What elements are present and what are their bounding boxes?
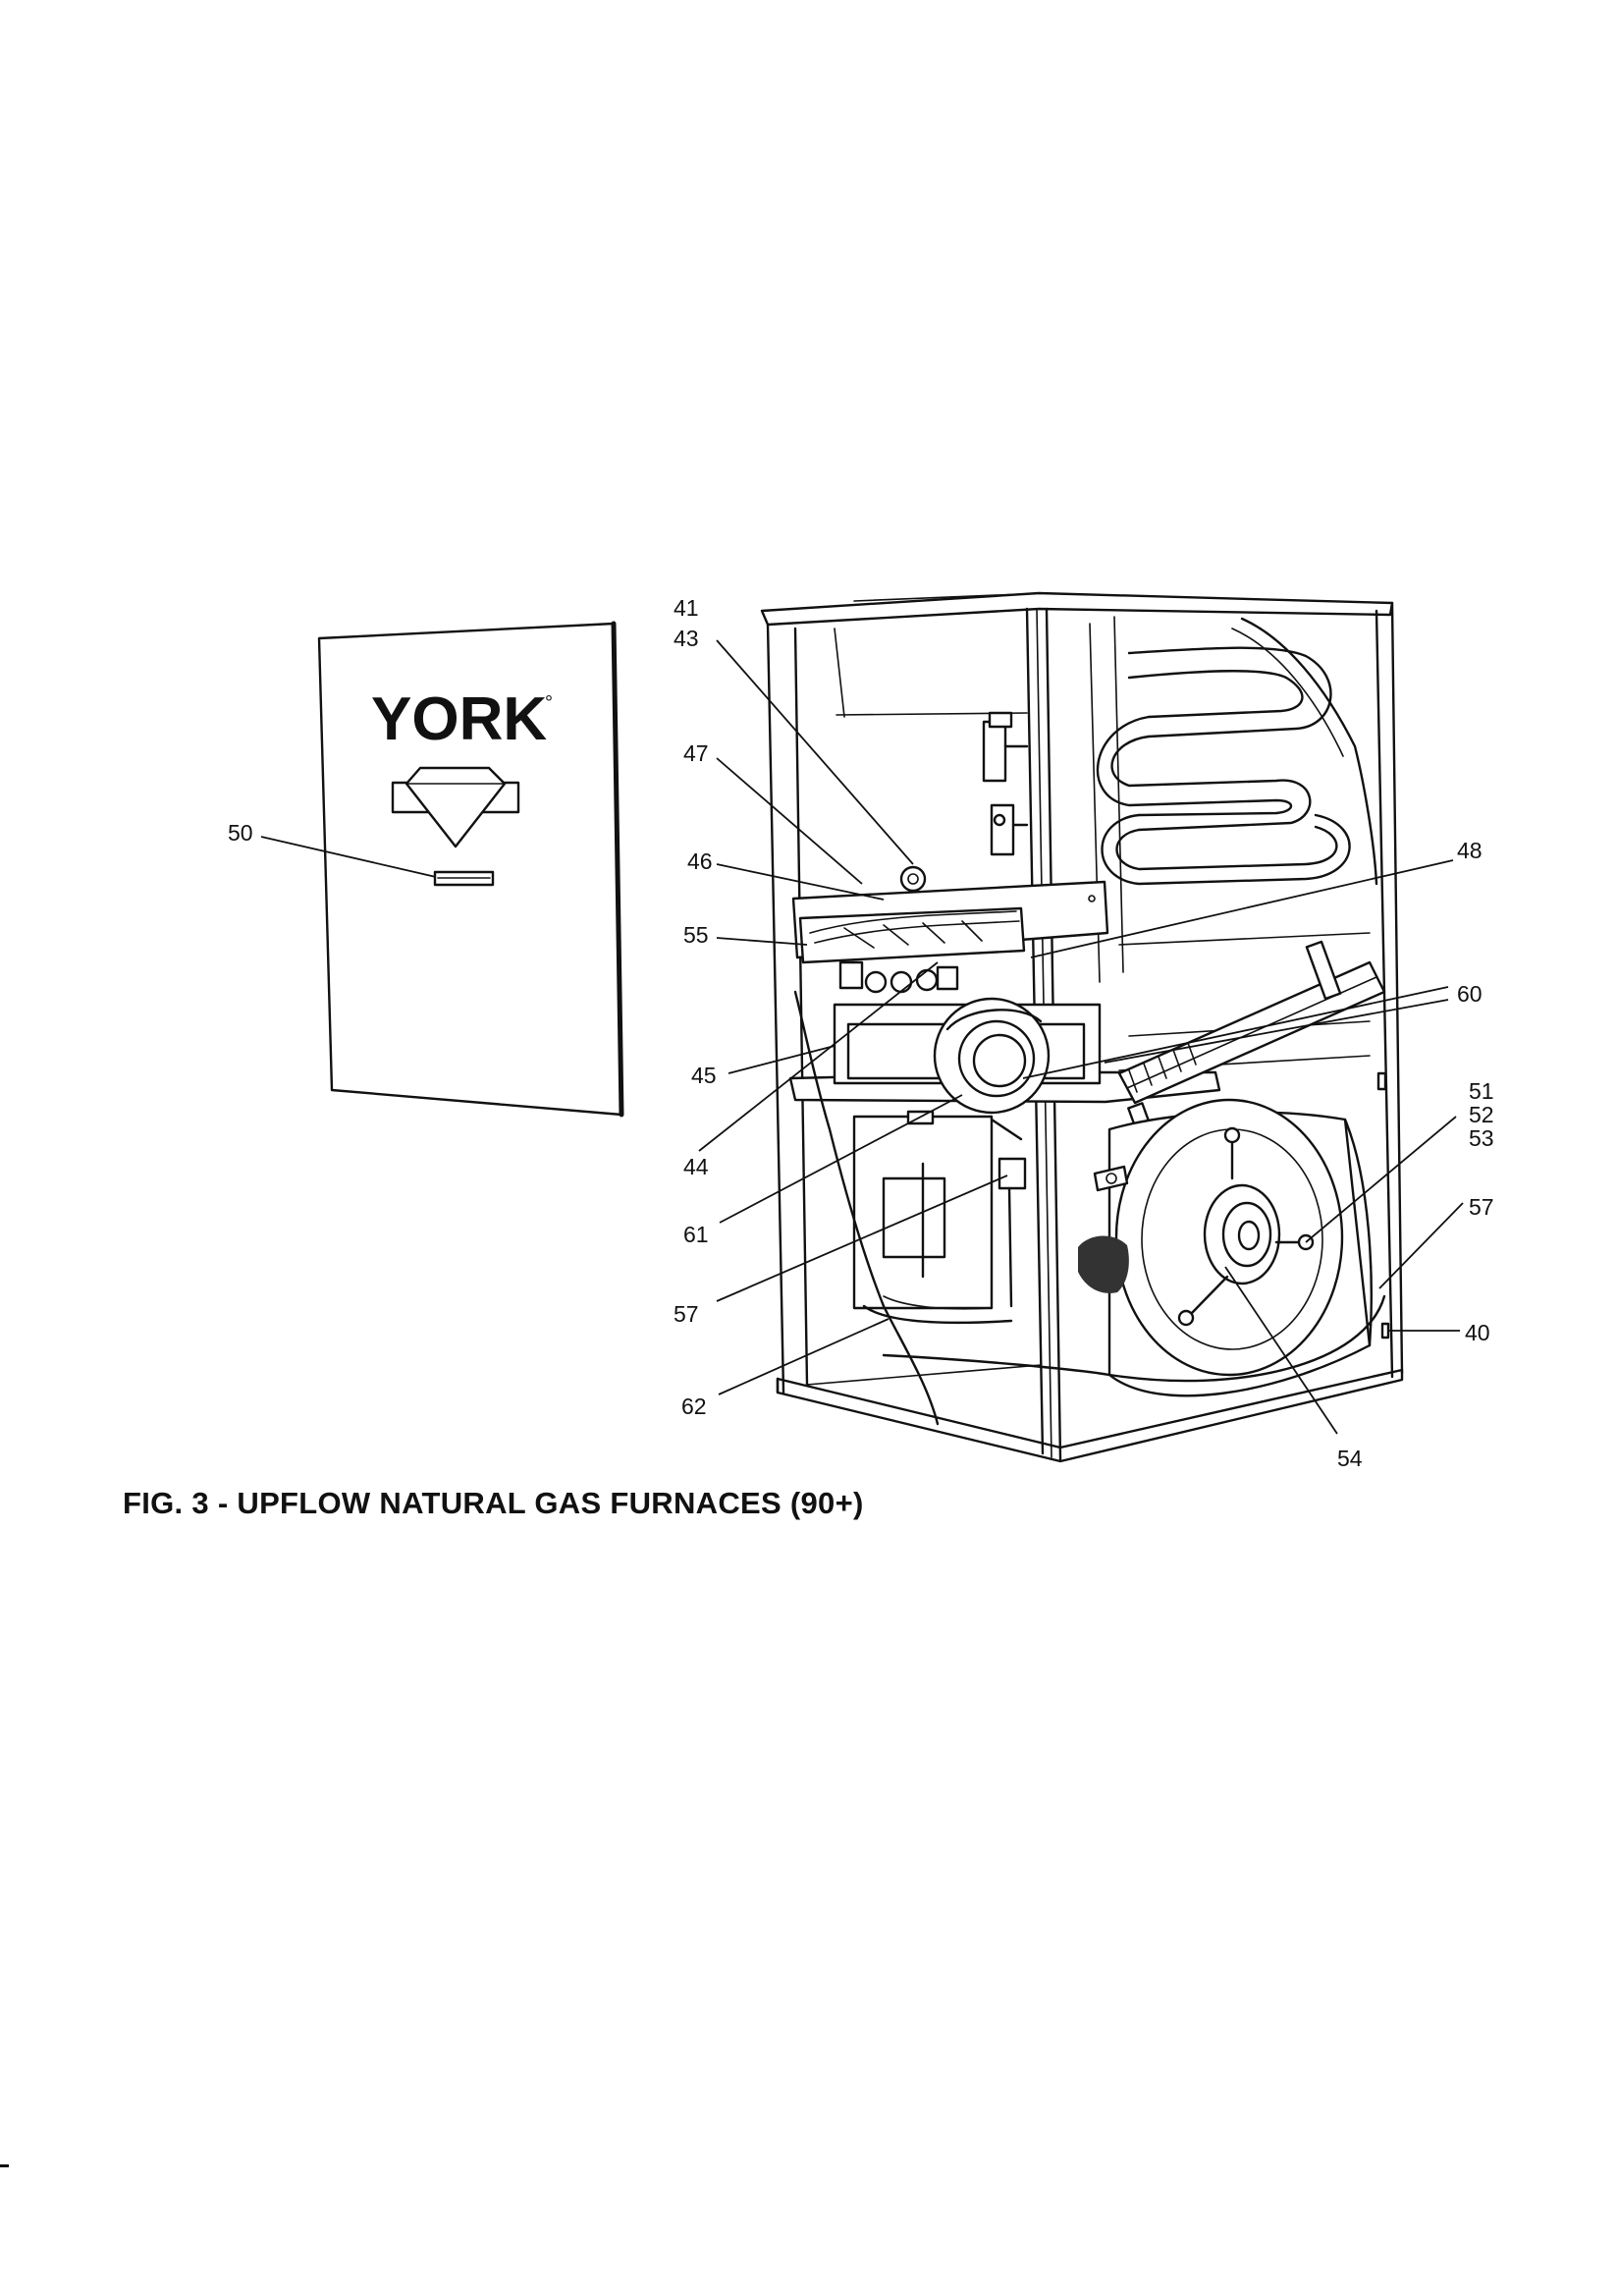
callout-57-left: 57 xyxy=(674,1301,699,1327)
leader-lines xyxy=(260,639,1464,1435)
callout-48: 48 xyxy=(1457,838,1483,863)
heat-exchanger-coil xyxy=(1096,617,1378,886)
callout-53: 53 xyxy=(1469,1125,1494,1151)
blower-cutout xyxy=(1078,1235,1129,1293)
callout-51: 51 xyxy=(1469,1078,1494,1104)
callout-44: 44 xyxy=(683,1154,709,1179)
callout-41: 41 xyxy=(674,595,699,621)
page-edge-mark xyxy=(0,2164,9,2167)
callout-40: 40 xyxy=(1465,1320,1490,1345)
wiring-harness xyxy=(793,990,940,1426)
york-diamond-emblem xyxy=(391,766,520,848)
york-logo: YORK ° xyxy=(371,685,553,848)
callout-61: 61 xyxy=(683,1222,709,1247)
callout-54: 54 xyxy=(1337,1446,1363,1471)
york-logo-registered-mark: ° xyxy=(545,692,553,714)
gas-valve xyxy=(982,711,1029,856)
figure-caption: FIG. 3 - UPFLOW NATURAL GAS FURNACES (90… xyxy=(123,1486,864,1520)
callout-labels: 50 41 43 47 46 55 48 60 45 44 51 52 53 5… xyxy=(228,595,1494,1471)
burner-assembly xyxy=(791,865,1109,994)
york-logo-text: YORK xyxy=(371,685,547,753)
blower-assembly xyxy=(1078,1071,1390,1397)
callout-62: 62 xyxy=(681,1394,707,1419)
callout-50: 50 xyxy=(228,820,253,846)
callout-60: 60 xyxy=(1457,981,1483,1007)
callout-55: 55 xyxy=(683,922,709,948)
callout-57-right: 57 xyxy=(1469,1194,1494,1220)
burner-orifices xyxy=(838,960,959,994)
inducer-assembly xyxy=(833,997,1102,1115)
callout-52: 52 xyxy=(1469,1102,1494,1127)
callout-47: 47 xyxy=(683,740,709,766)
door-panel: YORK ° xyxy=(317,621,624,1118)
control-box xyxy=(852,1110,1027,1310)
callout-46: 46 xyxy=(687,848,713,874)
run-capacitor xyxy=(1093,1165,1129,1192)
callout-45: 45 xyxy=(691,1063,717,1088)
callout-43: 43 xyxy=(674,626,699,651)
